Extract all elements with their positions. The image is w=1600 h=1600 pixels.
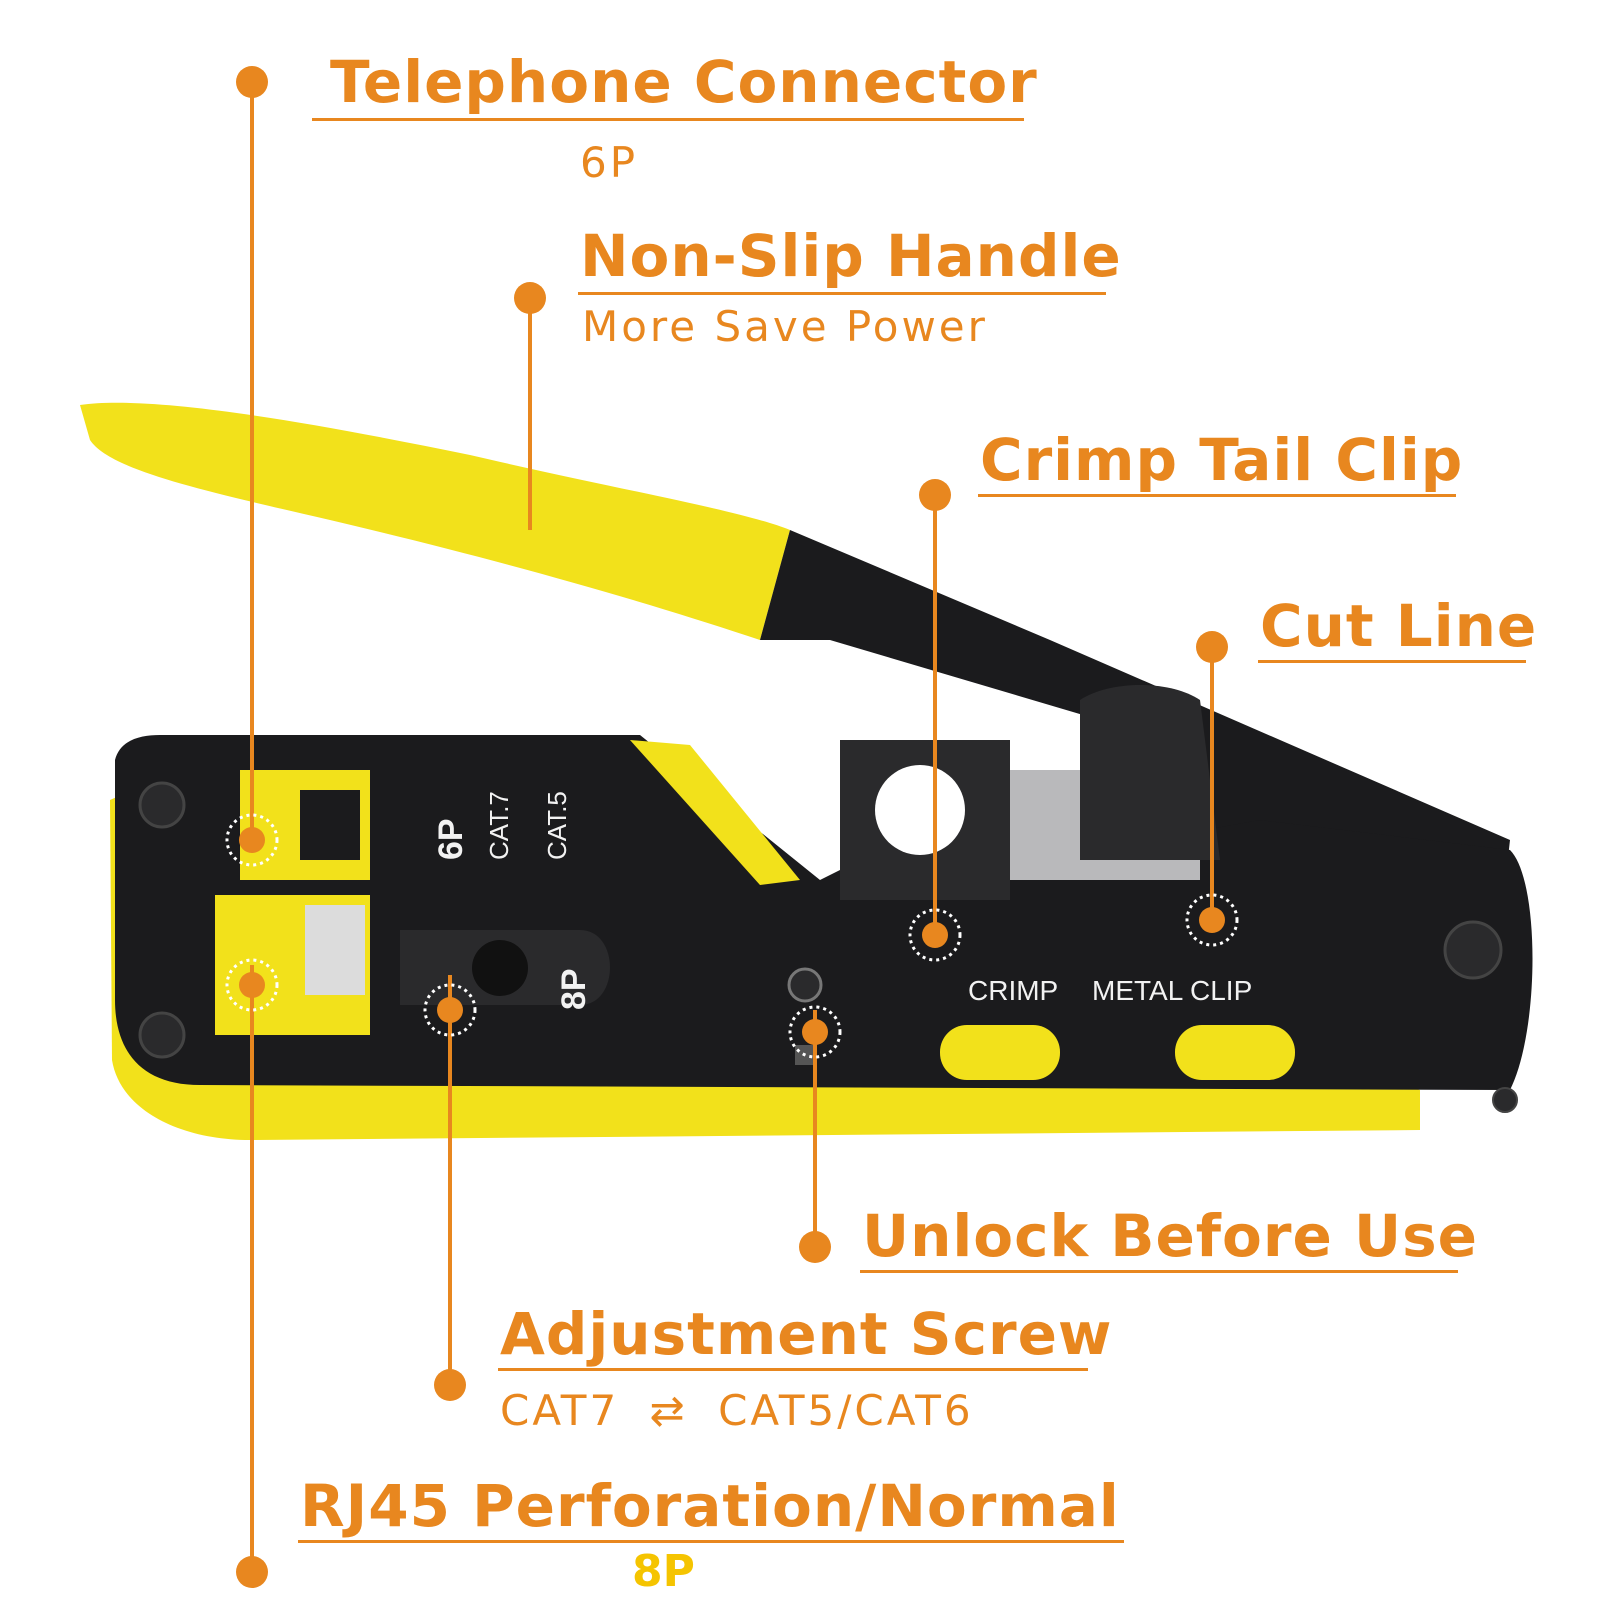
rj45-title: RJ45 Perforation/Normal bbox=[300, 1472, 1120, 1540]
dot-adjustment bbox=[434, 1369, 466, 1401]
ring-crimp-tail bbox=[908, 908, 962, 962]
non-slip-handle-title: Non-Slip Handle bbox=[580, 222, 1122, 290]
cut-line-underline bbox=[1258, 660, 1526, 663]
marking-crimp: CRIMP bbox=[968, 975, 1058, 1006]
body-screw-1 bbox=[138, 781, 186, 829]
ring-telephone bbox=[225, 813, 279, 867]
pin-cut-line bbox=[1199, 907, 1225, 933]
dot-rj45 bbox=[236, 1556, 268, 1588]
dot-cut-line bbox=[1196, 631, 1228, 663]
dot-telephone bbox=[236, 66, 268, 98]
crimp-tail-clip-underline bbox=[978, 494, 1456, 497]
telephone-connector-title: Telephone Connector bbox=[330, 48, 1038, 116]
pin-adjustment bbox=[437, 997, 463, 1023]
crimp-tail-clip-title: Crimp Tail Clip bbox=[980, 426, 1464, 494]
marking-8p: 8P bbox=[555, 968, 593, 1010]
adjustment-screw-underline bbox=[498, 1368, 1088, 1371]
adjustment-screw-title: Adjustment Screw bbox=[500, 1300, 1113, 1368]
marking-cat5: CAT.5 bbox=[542, 791, 572, 860]
telephone-connector-underline bbox=[312, 118, 1024, 121]
rj45-subtitle: 8P bbox=[632, 1546, 695, 1597]
marking-cat7: CAT.7 bbox=[484, 791, 514, 860]
dot-handle bbox=[514, 282, 546, 314]
ring-rj45 bbox=[225, 958, 279, 1012]
body-screw-2 bbox=[138, 1011, 186, 1059]
port-6p-slot bbox=[300, 790, 360, 860]
metal-clip-button bbox=[1175, 1025, 1295, 1080]
marking-metal-clip: METAL CLIP bbox=[1092, 975, 1252, 1006]
marking-6p: 6P bbox=[432, 818, 470, 860]
blade-guard bbox=[1080, 685, 1220, 860]
lock-pin bbox=[787, 967, 823, 1003]
body-screw-3 bbox=[1443, 920, 1503, 980]
adjustment-cat7: CAT7 bbox=[500, 1386, 620, 1435]
pin-crimp-tail bbox=[922, 922, 948, 948]
ring-cut-line bbox=[1185, 893, 1239, 947]
non-slip-handle-underline bbox=[578, 292, 1106, 295]
non-slip-handle-subtitle: More Save Power bbox=[582, 302, 988, 351]
unlock-before-use-underline bbox=[860, 1270, 1458, 1273]
ring-adjustment bbox=[423, 983, 477, 1037]
cut-line-title: Cut Line bbox=[1260, 592, 1538, 660]
telephone-connector-subtitle: 6P bbox=[580, 138, 639, 187]
crimp-button bbox=[940, 1025, 1060, 1080]
pin-rj45 bbox=[239, 972, 265, 998]
rj45-underline bbox=[298, 1540, 1124, 1543]
adjustment-lever-hole bbox=[472, 940, 528, 996]
body-yellow-ramp bbox=[630, 740, 800, 885]
pin-telephone bbox=[239, 827, 265, 853]
unlock-before-use-title: Unlock Before Use bbox=[862, 1202, 1478, 1270]
dot-crimp-tail bbox=[919, 479, 951, 511]
handle-grip bbox=[80, 402, 790, 640]
adjustment-cat5-cat6: CAT5/CAT6 bbox=[718, 1386, 974, 1435]
lock-pin-base bbox=[795, 1045, 817, 1065]
ring-unlock bbox=[788, 1005, 842, 1059]
crimp-jaw-hole bbox=[875, 765, 965, 855]
body-screw-4 bbox=[1492, 1087, 1518, 1113]
adjustment-screw-subtitle: CAT7 ⇄ CAT5/CAT6 bbox=[500, 1386, 974, 1435]
swap-arrows-icon: ⇄ bbox=[649, 1386, 688, 1435]
dot-unlock bbox=[799, 1231, 831, 1263]
pin-unlock bbox=[802, 1019, 828, 1045]
port-8p-contacts bbox=[305, 905, 365, 995]
